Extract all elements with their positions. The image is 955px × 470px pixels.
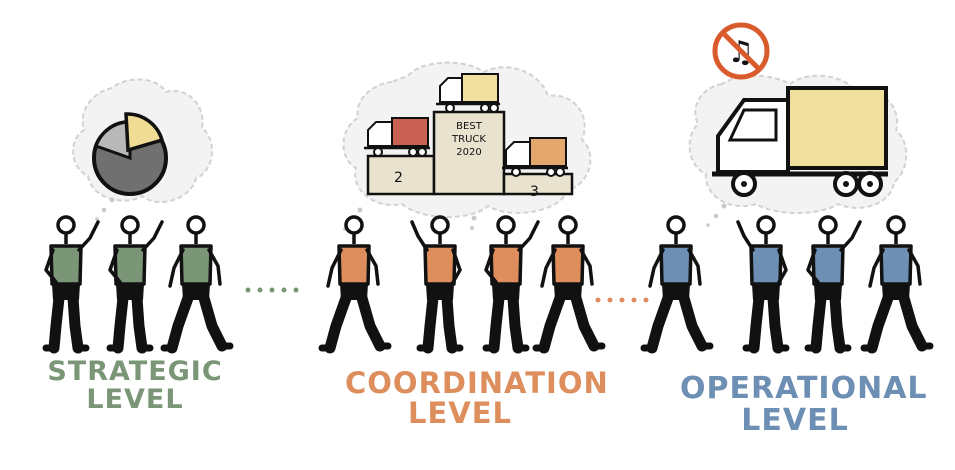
operational-person-figure [736, 215, 790, 354]
strategic-person-figure [42, 215, 100, 354]
podium-title-line3: 2020 [456, 147, 481, 158]
pie-chart-icon [92, 112, 168, 196]
operational-label-line2: LEVEL [741, 402, 849, 438]
operational-level-label: OPERATIONAL LEVEL [680, 371, 928, 438]
strategic-person-figure [106, 215, 164, 354]
dotted-connector-coordination-operational [595, 297, 649, 303]
coordination-level-label: COORDINATION LEVEL [345, 366, 609, 431]
podium-third-place: 3 [530, 184, 539, 200]
operational-person-figure [640, 215, 714, 354]
coordination-label-line2: LEVEL [407, 396, 513, 431]
coordination-person-figure [532, 215, 606, 354]
operational-person-figure [860, 215, 934, 354]
operational-person-figure [804, 215, 862, 354]
third-truck-icon [502, 137, 568, 177]
dotted-connector-strategic-coordination [245, 287, 299, 293]
strategic-person-figure [160, 215, 234, 354]
strategic-label-line1: STRATEGIC [47, 356, 223, 387]
strategic-label-line2: LEVEL [86, 384, 184, 416]
coordination-label-line1: COORDINATION [345, 366, 609, 400]
podium-title-line1: BEST [456, 121, 483, 132]
no-music-icon: ♫ [712, 22, 770, 80]
coordination-person-figure [318, 215, 392, 354]
podium-second-place: 2 [394, 170, 403, 186]
coordination-person-figure [482, 215, 540, 354]
truck-podium-icon: BEST TRUCK 2020 2 3 [364, 73, 574, 200]
operational-label-line1: OPERATIONAL [680, 371, 928, 406]
podium-title-line2: TRUCK [451, 134, 486, 145]
truck-icon [712, 86, 888, 197]
people-layer [42, 215, 934, 354]
coordination-person-figure [410, 215, 464, 354]
winner-truck-icon [436, 73, 500, 113]
strategic-level-label: STRATEGIC LEVEL [40, 356, 230, 416]
second-truck-icon [364, 117, 430, 157]
